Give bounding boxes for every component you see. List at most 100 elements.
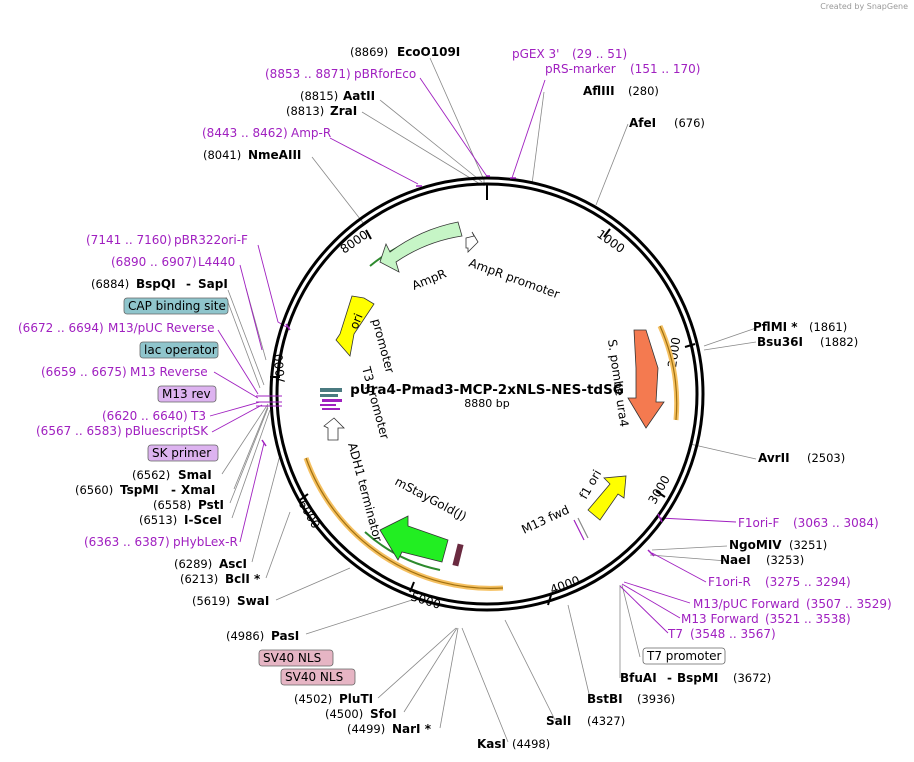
m13-fwd-label: M13 fwd [519,503,571,537]
m13-rev-box[interactable] [157,385,217,403]
primer-name[interactable]: F1ori-R [708,575,751,589]
primer-name[interactable]: M13 Reverse [130,365,208,379]
tick-marks [270,228,696,606]
enzyme-name[interactable]: I-SceI [184,513,222,527]
enzyme-name[interactable]: SwaI [237,594,269,608]
enzyme-name[interactable]: NarI * [392,722,432,736]
snapgene-credit: Created by SnapGene [820,2,908,11]
primer-name[interactable]: M13/pUC Forward [693,597,800,611]
enzyme-name[interactable]: BspQI [136,277,176,291]
m13-fwd-marker-2 [577,517,589,539]
enzyme-name[interactable]: SmaI [178,468,212,482]
sv40-nls-box[interactable] [280,668,356,686]
primer-name[interactable]: M13 Forward [681,612,759,626]
primer-name[interactable]: M13/pUC Reverse [108,321,215,335]
tick-label-4000: 4000 [548,573,581,597]
tick-label-5000: 5000 [409,589,442,611]
enzyme-labels-left: (8869) EcoO109I (8815) AatII (8813) ZraI… [75,45,460,736]
enzyme-pos: (8813) [286,104,324,118]
primer-name[interactable]: T7 [667,627,683,641]
primer-name[interactable]: pBluescriptSK [125,424,209,438]
enzyme-name[interactable]: PstI [198,498,224,512]
ampr-promoter-arrow[interactable] [465,231,479,253]
enzyme-pos: (8041) [203,148,241,162]
enzyme-labels-right: KasI (4498) SalI (4327) BstBI (3936) Bfu… [477,84,858,751]
enzyme-pos: (3672) [733,671,771,685]
enzyme-name[interactable]: SalI [546,714,571,728]
enzyme-pos: (8869) [350,45,388,59]
primer-name[interactable]: pBR322ori-F [174,233,248,247]
mstaygold-label: mStayGold(J) [393,474,469,523]
primer-lines [209,77,737,634]
primer-range: (8443 .. 8462) [202,126,288,140]
primer-range: (3507 .. 3529) [806,597,892,611]
ampr-arrow[interactable] [379,221,463,273]
primer-name[interactable]: T3 [190,409,206,423]
tick-label-1000: 1000 [594,227,627,256]
enzyme-name[interactable]: AatII [343,89,375,103]
sv40-nls-box[interactable] [258,649,334,667]
primer-range: (3063 .. 3084) [793,516,879,530]
enzyme-name[interactable]: BfuAI [620,671,657,685]
enzyme-name[interactable]: SapI [198,277,228,291]
enzyme-name[interactable]: AfeI [629,116,656,130]
primer-range: (6363 .. 6387) [84,535,170,549]
enzyme-name[interactable]: PflMI * [753,320,798,334]
primer-name[interactable]: pBRforEco [354,67,416,81]
enzyme-pos: (3253) [766,553,804,567]
primer-range: (29 .. 51) [572,47,627,61]
adh1-terminator-arrow[interactable] [323,417,345,441]
mcs-cluster [256,388,342,410]
enzyme-pos: (4986) [226,629,264,643]
mstaygold-arrow[interactable] [379,515,449,563]
enzyme-name[interactable]: EcoO109I [397,45,460,59]
enzyme-pos: (6558) [153,498,191,512]
enzyme-name[interactable]: AscI [219,557,247,571]
ura4-arrow[interactable] [627,329,665,429]
cap-binding-site-label: CAP binding site [128,299,226,313]
enzyme-name[interactable]: BstBI [587,692,623,706]
m13-rev-label: M13 rev [162,387,211,401]
sk-primer-box[interactable] [147,444,219,462]
enzyme-name[interactable]: PasI [271,629,299,643]
primer-labels: pGEX 3' (29 .. 51) pRS-marker (151 .. 17… [18,47,892,641]
primer-name[interactable]: pRS-marker [545,62,616,76]
enzyme-name[interactable]: NgoMIV [729,538,782,552]
ori-arrow[interactable] [335,295,375,357]
enzyme-name[interactable]: AflIII [583,84,615,98]
enzyme-name[interactable]: BclI * [225,572,261,586]
enzyme-pos: (280) [628,84,659,98]
enzyme-name[interactable]: NmeAIII [248,148,301,162]
enzyme-name[interactable]: XmaI [181,483,215,497]
enzyme-name[interactable]: BspMI [677,671,718,685]
sv40-nls-feature[interactable] [452,543,464,567]
primer-name[interactable]: pHybLex-R [173,535,238,549]
enzyme-pos: (3936) [637,692,675,706]
enzyme-pos: (6562) [132,468,170,482]
t7-promoter-box[interactable] [642,647,726,665]
primer-name[interactable]: F1ori-F [738,516,779,530]
enzyme-pos: (4327) [587,714,625,728]
cap-binding-site-box[interactable] [123,297,229,315]
sv40-nls-label: SV40 NLS [263,651,321,665]
enzyme-pos: (6513) [139,513,177,527]
primer-name[interactable]: L4440 [198,255,235,269]
enzyme-name[interactable]: PluTI [339,692,373,706]
f1-ori-arrow[interactable] [587,475,627,521]
primer-name[interactable]: pGEX 3' [512,47,559,61]
enzyme-name[interactable]: AvrII [758,451,790,465]
primer-range: (6620 .. 6640) [102,409,188,423]
primer-name[interactable]: Amp-R [291,126,331,140]
enzyme-name[interactable]: KasI [477,737,506,751]
lac-operator-box[interactable] [139,341,219,359]
enzyme-name[interactable]: SfoI [370,707,397,721]
enzyme-name[interactable]: Bsu36I [757,335,803,349]
enzyme-sep: - [667,671,672,685]
enzyme-name[interactable]: NaeI [720,553,751,567]
enzyme-name[interactable]: ZraI [330,104,357,118]
plasmid-name: pUra4-Pmad3-MCP-2xNLS-NES-tdSG [350,382,624,398]
enzyme-sep: - [171,483,176,497]
enzyme-pos: (6213) [180,572,218,586]
tick-label-6000: 6000 [295,498,322,531]
enzyme-name[interactable]: TspMI [120,483,159,497]
